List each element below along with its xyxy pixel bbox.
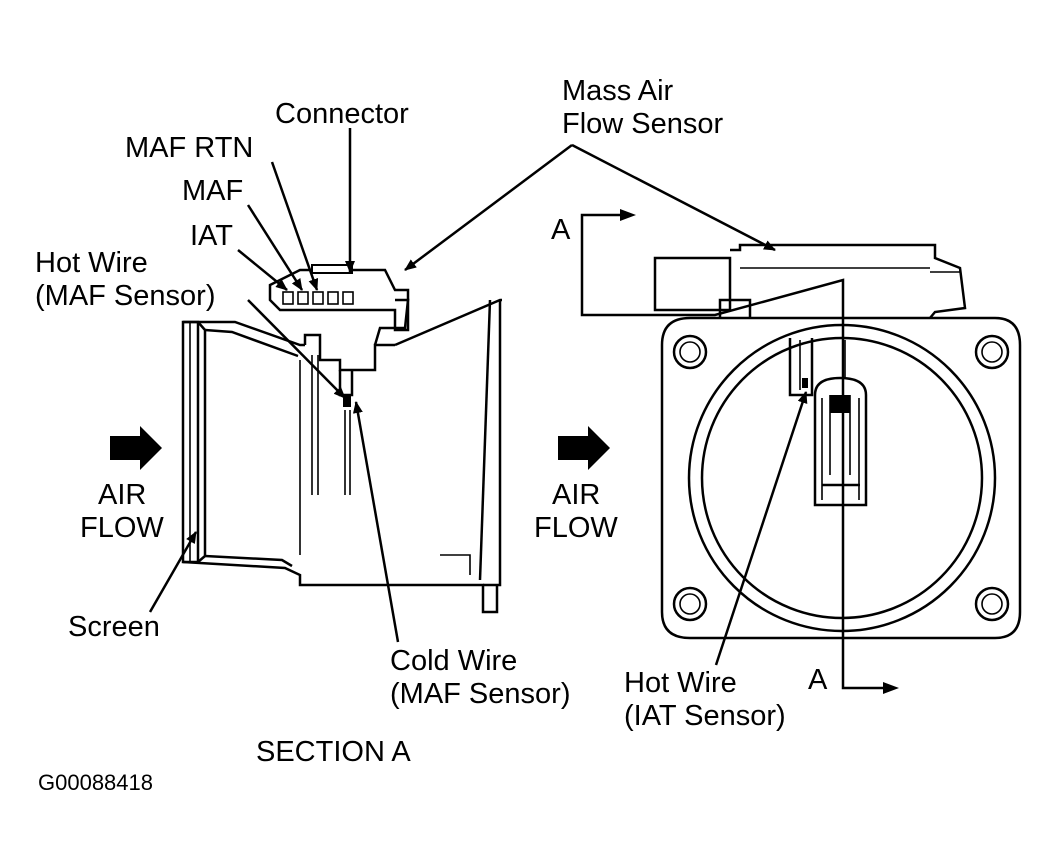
leader-hot-wire-iat xyxy=(714,391,808,666)
leader-cold-wire xyxy=(352,401,400,643)
label-section-marker-bottom: A xyxy=(808,664,828,696)
section-cut-line xyxy=(580,209,899,694)
figure-id: G00088418 xyxy=(38,770,153,795)
body-top-right xyxy=(394,298,502,347)
label-connector: Connector xyxy=(275,98,409,130)
leader-mass-air-left xyxy=(404,143,573,272)
sensor-housing xyxy=(303,333,395,372)
label-mass-air-2: Flow Sensor xyxy=(562,108,724,140)
air-flow-arrow-right xyxy=(558,426,610,470)
section-a-view xyxy=(181,264,502,614)
bolt-holes xyxy=(672,334,1010,622)
label-section-marker-top: A xyxy=(551,214,571,246)
label-hot-wire-maf-1: Hot Wire xyxy=(35,247,148,279)
body-top-left xyxy=(183,320,305,347)
outlet-bell xyxy=(483,300,502,587)
label-air-flow-left-2: FLOW xyxy=(80,512,164,544)
label-air-flow-right-1: AIR xyxy=(552,479,600,511)
air-flow-arrow-left xyxy=(110,426,162,470)
connector-top xyxy=(730,243,967,319)
leader-maf xyxy=(246,204,304,291)
label-maf-rtn: MAF RTN xyxy=(125,132,253,164)
cold-wire-element xyxy=(343,395,351,407)
label-hot-wire-maf-2: (MAF Sensor) xyxy=(35,280,215,312)
connector-pins xyxy=(282,291,354,305)
leader-maf-rtn xyxy=(270,161,319,291)
label-hot-wire-iat-2: (IAT Sensor) xyxy=(624,700,786,732)
connector-housing xyxy=(268,268,410,332)
label-air-flow-right-2: FLOW xyxy=(534,512,618,544)
sensor-stem xyxy=(338,370,354,397)
iat-hot-wire-element xyxy=(802,378,808,388)
leader-mass-air-right xyxy=(571,143,776,252)
label-cold-wire-1: Cold Wire xyxy=(390,645,517,677)
label-iat: IAT xyxy=(190,220,233,252)
leader-hot-wire-maf xyxy=(247,299,346,399)
leader-iat xyxy=(237,249,288,291)
label-cold-wire-2: (MAF Sensor) xyxy=(390,678,570,710)
body-bottom xyxy=(182,560,499,614)
leader-screen xyxy=(148,531,198,613)
label-hot-wire-iat-1: Hot Wire xyxy=(624,667,737,699)
flange-body xyxy=(660,316,1022,640)
label-mass-air-1: Mass Air xyxy=(562,75,674,107)
label-screen: Screen xyxy=(68,611,160,643)
label-air-flow-left-1: AIR xyxy=(98,479,146,511)
label-maf: MAF xyxy=(182,175,243,207)
leader-lines xyxy=(148,128,808,666)
section-title: SECTION A xyxy=(256,736,411,768)
front-view xyxy=(653,243,1022,640)
